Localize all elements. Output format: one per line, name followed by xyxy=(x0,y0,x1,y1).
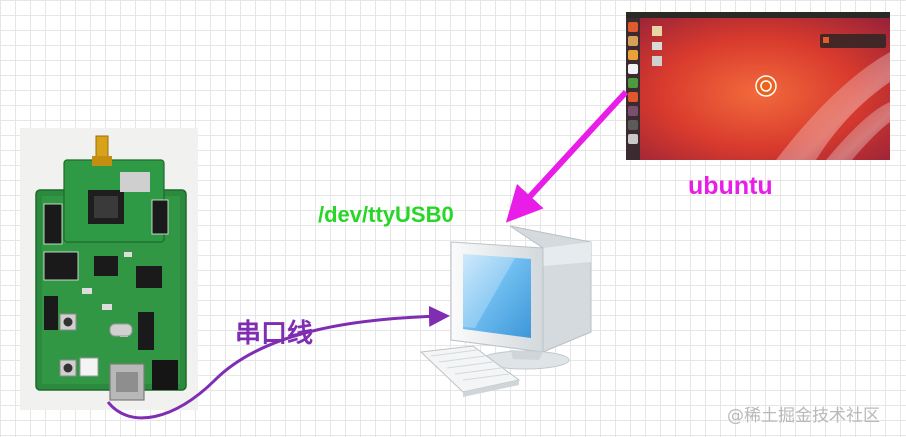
ubuntu-label: ubuntu xyxy=(688,172,773,200)
computer-illustration xyxy=(419,225,592,397)
ubuntu-to-computer-arrow xyxy=(505,89,629,223)
watermark: @稀土掘金技术社区 xyxy=(727,406,880,426)
serial-cable-label: 串口线 xyxy=(235,319,314,349)
dev-board-photo xyxy=(20,128,198,410)
ubuntu-desktop-screenshot xyxy=(626,12,890,160)
serial-cable-curve xyxy=(106,305,450,420)
device-path-label: /dev/ttyUSB0 xyxy=(318,202,454,227)
